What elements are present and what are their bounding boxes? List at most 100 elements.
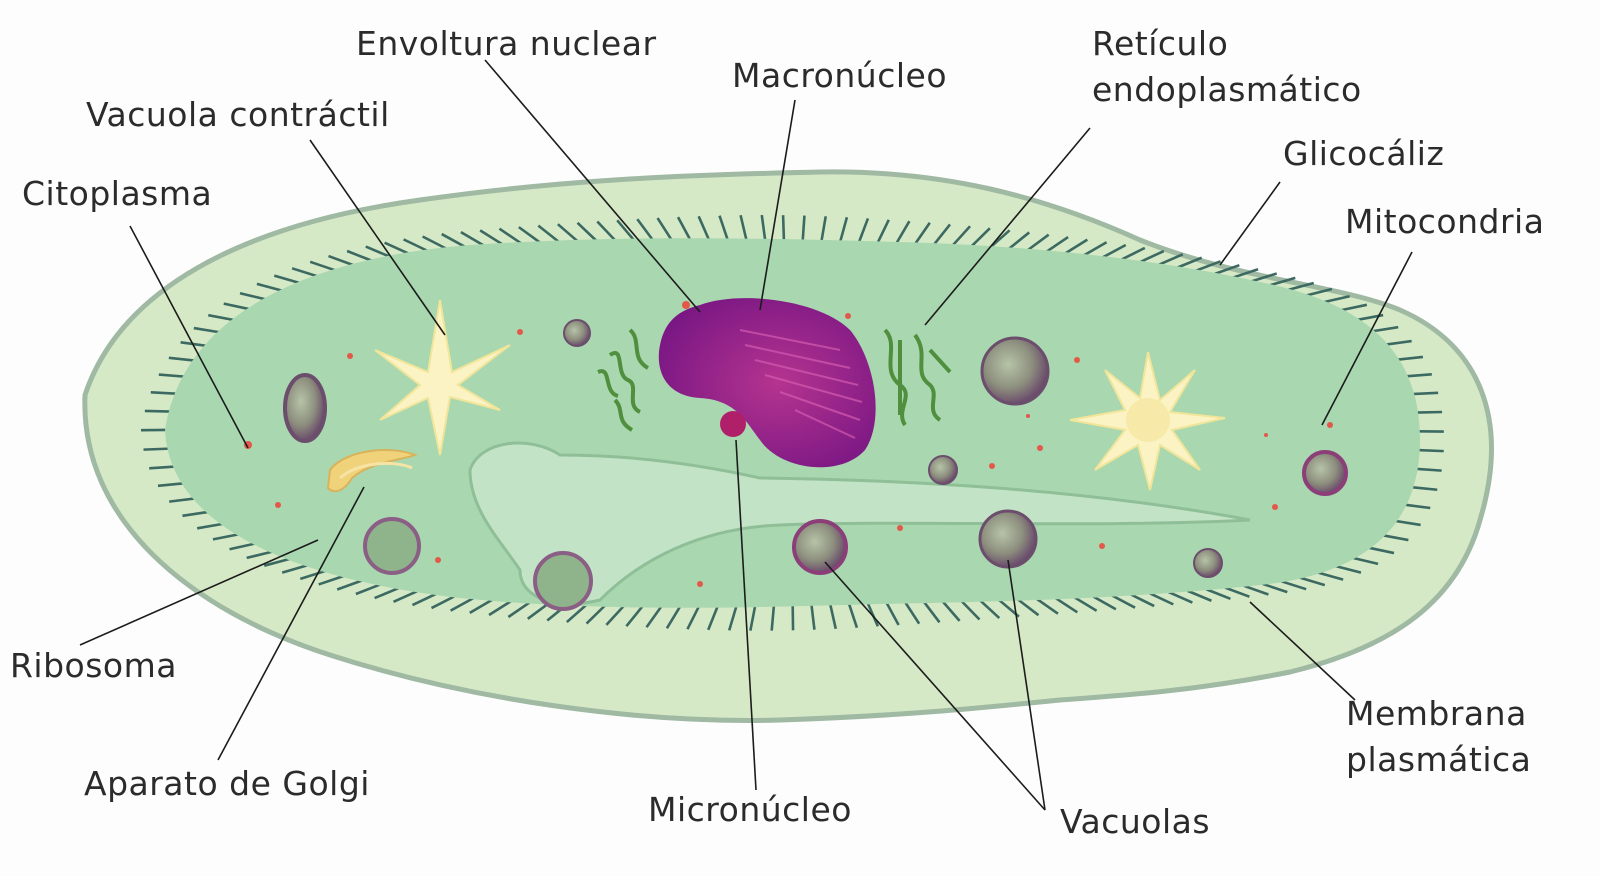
cilium-tick [1411, 485, 1438, 492]
cilium-tick [676, 216, 692, 241]
cilium-tick [1372, 325, 1399, 333]
cilium-tick [960, 599, 981, 621]
cilium-tick [1008, 231, 1031, 250]
cilium-tick [1158, 253, 1184, 266]
endoplasmic-reticulum-right [883, 328, 952, 427]
vacuoles [283, 319, 1348, 611]
cilium-tick [537, 224, 560, 243]
cilium-tick [1335, 564, 1362, 574]
cilium-tick [1045, 236, 1069, 253]
cilium-tick [229, 542, 256, 551]
cilium-tick [922, 600, 941, 624]
cilium-tick [144, 409, 171, 413]
cilium-tick [636, 218, 654, 241]
cilium-tick [895, 220, 911, 245]
cilium-tick [1139, 249, 1165, 264]
cilium-tick [336, 579, 363, 591]
cilium-tick [760, 214, 767, 242]
cilium-tick [318, 574, 344, 586]
cilium-tick [1269, 276, 1296, 287]
cilium-tick [1394, 519, 1421, 527]
cilium-tick [1262, 582, 1288, 594]
cilium-tick [346, 249, 372, 262]
cilium-tick [1026, 233, 1050, 252]
cilium-tick [828, 603, 838, 630]
cilium-tick [212, 533, 239, 541]
cilium-tick [193, 326, 220, 334]
ribosome-dots [244, 301, 1333, 587]
cilium-tick [645, 605, 663, 629]
golgi-apparatus [326, 449, 418, 493]
cilium-tick [1396, 355, 1424, 361]
cilium-tick [507, 601, 531, 619]
cilium-tick [526, 602, 550, 620]
label-micronucleo: Micronúcleo [648, 790, 852, 829]
cilium-tick [1149, 592, 1174, 606]
cilium-tick [1415, 467, 1442, 472]
label-vacuolas: Vacuolas [1060, 802, 1211, 841]
cilium-tick [1324, 294, 1350, 304]
cilium-tick [749, 604, 757, 631]
cilium-tick [1352, 556, 1379, 566]
cilium-tick [665, 605, 682, 629]
label-citoplasma: Citoplasma [22, 174, 213, 213]
cilium-tick [1243, 584, 1269, 596]
cilium-tick [460, 230, 484, 247]
cilium-tick [1288, 281, 1315, 292]
cilium-tick [576, 221, 598, 242]
cilium-tick [1299, 576, 1326, 587]
cilium-tick [1205, 588, 1231, 601]
label-membrana-line1: Membrana [1346, 694, 1527, 733]
cilium-tick [374, 586, 400, 600]
cilium-tick [585, 604, 607, 625]
cilium-tick [291, 267, 318, 278]
cilium-tick [932, 223, 952, 246]
cilium-tick [208, 313, 235, 322]
cilium-tick [847, 602, 859, 629]
label-reticulo-line2: endoplasmático [1092, 70, 1362, 109]
cilium-tick [1168, 590, 1193, 604]
cilium-tick [1251, 272, 1278, 283]
cilium-tick [1130, 593, 1155, 608]
cilium-tick [1412, 391, 1439, 396]
cilium-tick [686, 605, 701, 630]
cilium-tick [1404, 503, 1431, 510]
label-reticulo-line1: Retículo [1092, 24, 1229, 63]
label-mitocondria: Mitocondria [1345, 202, 1545, 241]
label-vacuola-contractil: Vacuola contráctil [86, 95, 390, 134]
cilium-tick [801, 215, 806, 242]
cilium-tick [1306, 287, 1333, 297]
cilium-tick [857, 217, 870, 244]
cilium-tick [718, 215, 730, 241]
label-aparato-golgi: Aparato de Golgi [84, 764, 370, 803]
cilium-tick [449, 597, 475, 612]
cilium-tick [223, 302, 250, 311]
cilia-ring [140, 214, 1444, 631]
cilium-tick [1224, 586, 1250, 598]
cilium-tick [1368, 546, 1395, 555]
cilium-tick [402, 238, 428, 252]
cilium-tick [707, 605, 720, 631]
label-ribosoma: Ribosoma [10, 646, 177, 685]
cilium-tick [970, 227, 991, 248]
cilium-tick [739, 214, 748, 241]
cilium-tick [498, 227, 522, 245]
cilium-tick [596, 220, 617, 242]
macronucleus [658, 298, 876, 468]
label-envoltura-nuclear: Envoltura nuclear [356, 24, 657, 63]
cilium-tick [1317, 571, 1344, 581]
cilium-tick [565, 603, 588, 624]
contractile-vacuole-right [1069, 351, 1226, 491]
label-membrana-line2: plasmática [1346, 740, 1532, 779]
cilium-tick [143, 447, 170, 451]
cilium-tick [1385, 339, 1412, 346]
cilium-tick [838, 216, 849, 243]
cilium-tick [365, 245, 391, 258]
cilium-tick [168, 356, 195, 362]
cilium-tick [281, 564, 308, 574]
cilium-tick [469, 598, 493, 615]
label-macronucleo: Macronúcleo [732, 56, 948, 95]
cilium-tick [1195, 260, 1222, 272]
cilium-tick [299, 569, 326, 581]
